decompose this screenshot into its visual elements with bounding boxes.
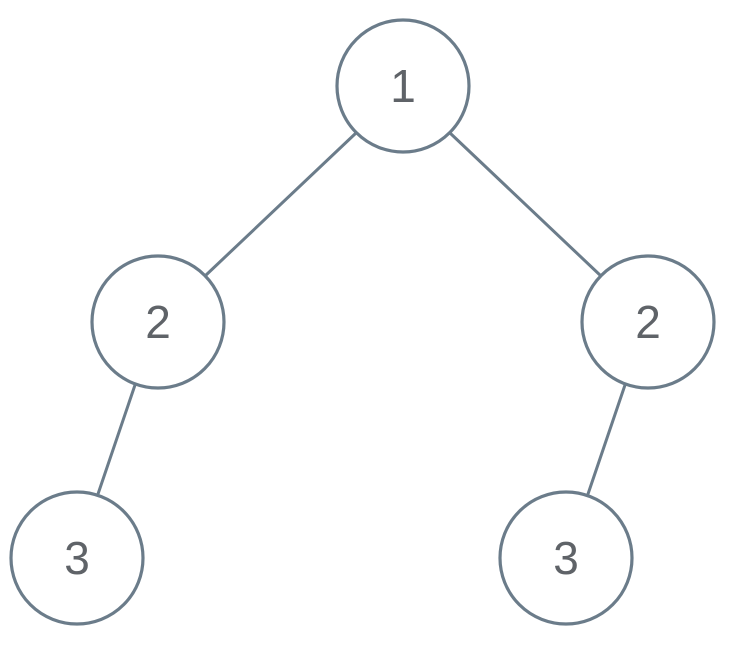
node-label: 2: [145, 296, 171, 348]
tree-node-left-leaf: 3: [9, 490, 145, 626]
node-circle: [90, 254, 226, 390]
tree-node-left: 2: [90, 254, 226, 390]
node-circle: [498, 490, 634, 626]
node-label: 3: [64, 532, 90, 584]
tree-node-right: 2: [580, 254, 716, 390]
edge-root-left: [203, 131, 358, 278]
node-label: 2: [635, 296, 661, 348]
tree-node-right-leaf: 3: [498, 490, 634, 626]
node-circle: [335, 18, 471, 154]
edge-left-leaf: [96, 383, 137, 496]
edge-root-right: [448, 131, 603, 278]
edge-right-leaf: [586, 383, 627, 496]
node-label: 1: [390, 60, 416, 112]
node-circle: [580, 254, 716, 390]
node-label: 3: [553, 532, 579, 584]
node-circle: [9, 490, 145, 626]
tree-node-root: 1: [335, 18, 471, 154]
